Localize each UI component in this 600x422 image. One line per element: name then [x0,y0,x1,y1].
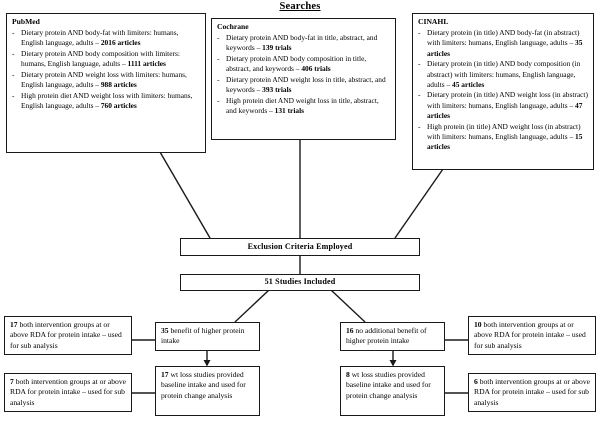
item-result: 35 articles [427,38,583,58]
sub-top-left-label: both intervention groups at or above RDA… [10,320,122,350]
source-title-pubmed: PubMed [12,17,40,26]
list-item: -Dietary protein AND weight loss in titl… [216,75,391,95]
sub-top-left-count: 17 [10,320,18,329]
list-item: -High protein diet AND weight loss in ti… [216,96,391,116]
bullet-dash-icon: - [418,28,421,38]
list-item: -High protein (in title) AND weight loss… [417,122,589,153]
exclusion-criteria-box: Exclusion Criteria Employed [180,238,420,256]
list-item: -Dietary protein (in title) AND body com… [417,59,589,90]
item-text: High protein (in title) AND weight loss … [427,121,581,141]
sub-analysis-bottom-left-box: 7 both intervention groups at or above R… [4,373,132,412]
studies-included-box: 51 Studies Included [180,274,420,291]
no-benefit-label: no additional benefit of higher protein … [346,326,427,346]
bullet-dash-icon: - [217,75,220,85]
sub-top-right-label: both intervention groups at or above RDA… [474,320,586,350]
list-item: -High protein diet AND weight loss with … [11,91,201,111]
item-result: 15 articles [427,131,583,151]
sub-top-right-count: 10 [474,320,482,329]
bullet-dash-icon: - [418,59,421,69]
item-text: Dietary protein AND weight loss with lim… [21,70,187,90]
source-list-pubmed: -Dietary protein AND body-fat with limit… [11,28,201,111]
item-result: 393 trials [262,85,292,95]
bullet-dash-icon: - [418,121,421,131]
item-text: Dietary protein AND body-fat with limite… [21,28,179,48]
list-item: -Dietary protein AND body composition wi… [11,49,201,69]
item-text: Dietary protein AND body composition in … [226,54,367,74]
bullet-dash-icon: - [12,70,15,80]
bullet-dash-icon: - [12,90,15,100]
item-result: 406 trials [301,64,331,74]
item-result: 131 trials [274,106,305,116]
item-text: Dietary protein AND body composition wit… [21,49,180,69]
item-result: 1111 articles [127,59,166,69]
list-item: -Dietary protein AND body-fat in title, … [216,33,391,53]
item-text: Dietary protein AND body-fat in title, a… [226,33,378,53]
wt-loss-right-box: 8 wt loss studies provided baseline inta… [340,366,445,416]
sub-bottom-right-count: 6 [474,377,478,386]
source-box-pubmed: PubMed -Dietary protein AND body-fat wit… [6,13,206,153]
bullet-dash-icon: - [418,90,421,100]
no-benefit-count: 16 [346,326,354,335]
list-item: -Dietary protein AND body-fat with limit… [11,28,201,48]
item-result: 45 articles [452,79,485,89]
item-text: Dietary protein AND weight loss in title… [226,75,386,95]
item-text: High protein diet AND weight loss with l… [21,90,193,111]
source-list-cinahl: -Dietary protein (in title) AND body-fat… [417,28,589,152]
page-title: Searches [279,1,321,12]
item-text: Dietary protein (in title) AND weight lo… [427,90,588,110]
benefit-count: 35 [161,326,169,335]
source-box-cinahl: CINAHL -Dietary protein (in title) AND b… [412,13,594,170]
item-text: Dietary protein (in title) AND body-fat … [427,28,580,48]
item-result: 47 articles [427,100,583,120]
wt-loss-right-count: 8 [346,370,350,379]
benefit-box: 35 benefit of higher protein intake [155,322,260,351]
item-text: Dietary protein (in title) AND body comp… [427,59,581,89]
wt-loss-right-label: wt loss studies provided baseline intake… [346,370,431,400]
sub-bottom-right-label: both intervention groups at or above RDA… [474,377,590,407]
bullet-dash-icon: - [12,49,15,59]
list-item: -Dietary protein (in title) AND body-fat… [417,28,589,59]
source-title-cochrane: Cochrane [217,22,249,31]
sub-analysis-top-right-box: 10 both intervention groups at or above … [468,316,596,355]
bullet-dash-icon: - [217,33,220,43]
bullet-dash-icon: - [12,28,15,38]
item-result: 760 articles [100,101,137,111]
sub-bottom-left-count: 7 [10,377,14,386]
bullet-dash-icon: - [217,54,220,64]
source-box-cochrane: Cochrane -Dietary protein AND body-fat i… [211,18,396,140]
list-item: -Dietary protein AND weight loss with li… [11,70,201,90]
benefit-label: benefit of higher protein intake [161,326,245,346]
wt-loss-left-box: 17 wt loss studies provided baseline int… [155,366,260,416]
list-item: -Dietary protein (in title) AND weight l… [417,90,589,121]
bullet-dash-icon: - [217,95,220,105]
item-result: 988 articles [100,80,137,90]
item-text: High protein diet AND weight loss in tit… [226,95,379,116]
source-title-cinahl: CINAHL [418,17,449,26]
list-item: -Dietary protein AND body composition in… [216,54,391,74]
item-result: 2016 articles [100,38,141,48]
item-result: 139 trials [262,43,292,53]
wt-loss-left-count: 17 [161,370,169,379]
sub-bottom-left-label: both intervention groups at or above RDA… [10,377,126,407]
source-list-cochrane: -Dietary protein AND body-fat in title, … [216,33,391,116]
wt-loss-left-label: wt loss studies provided baseline intake… [161,370,246,400]
sub-analysis-bottom-right-box: 6 both intervention groups at or above R… [468,373,596,412]
no-benefit-box: 16 no additional benefit of higher prote… [340,322,445,351]
sub-analysis-top-left-box: 17 both intervention groups at or above … [4,316,132,355]
